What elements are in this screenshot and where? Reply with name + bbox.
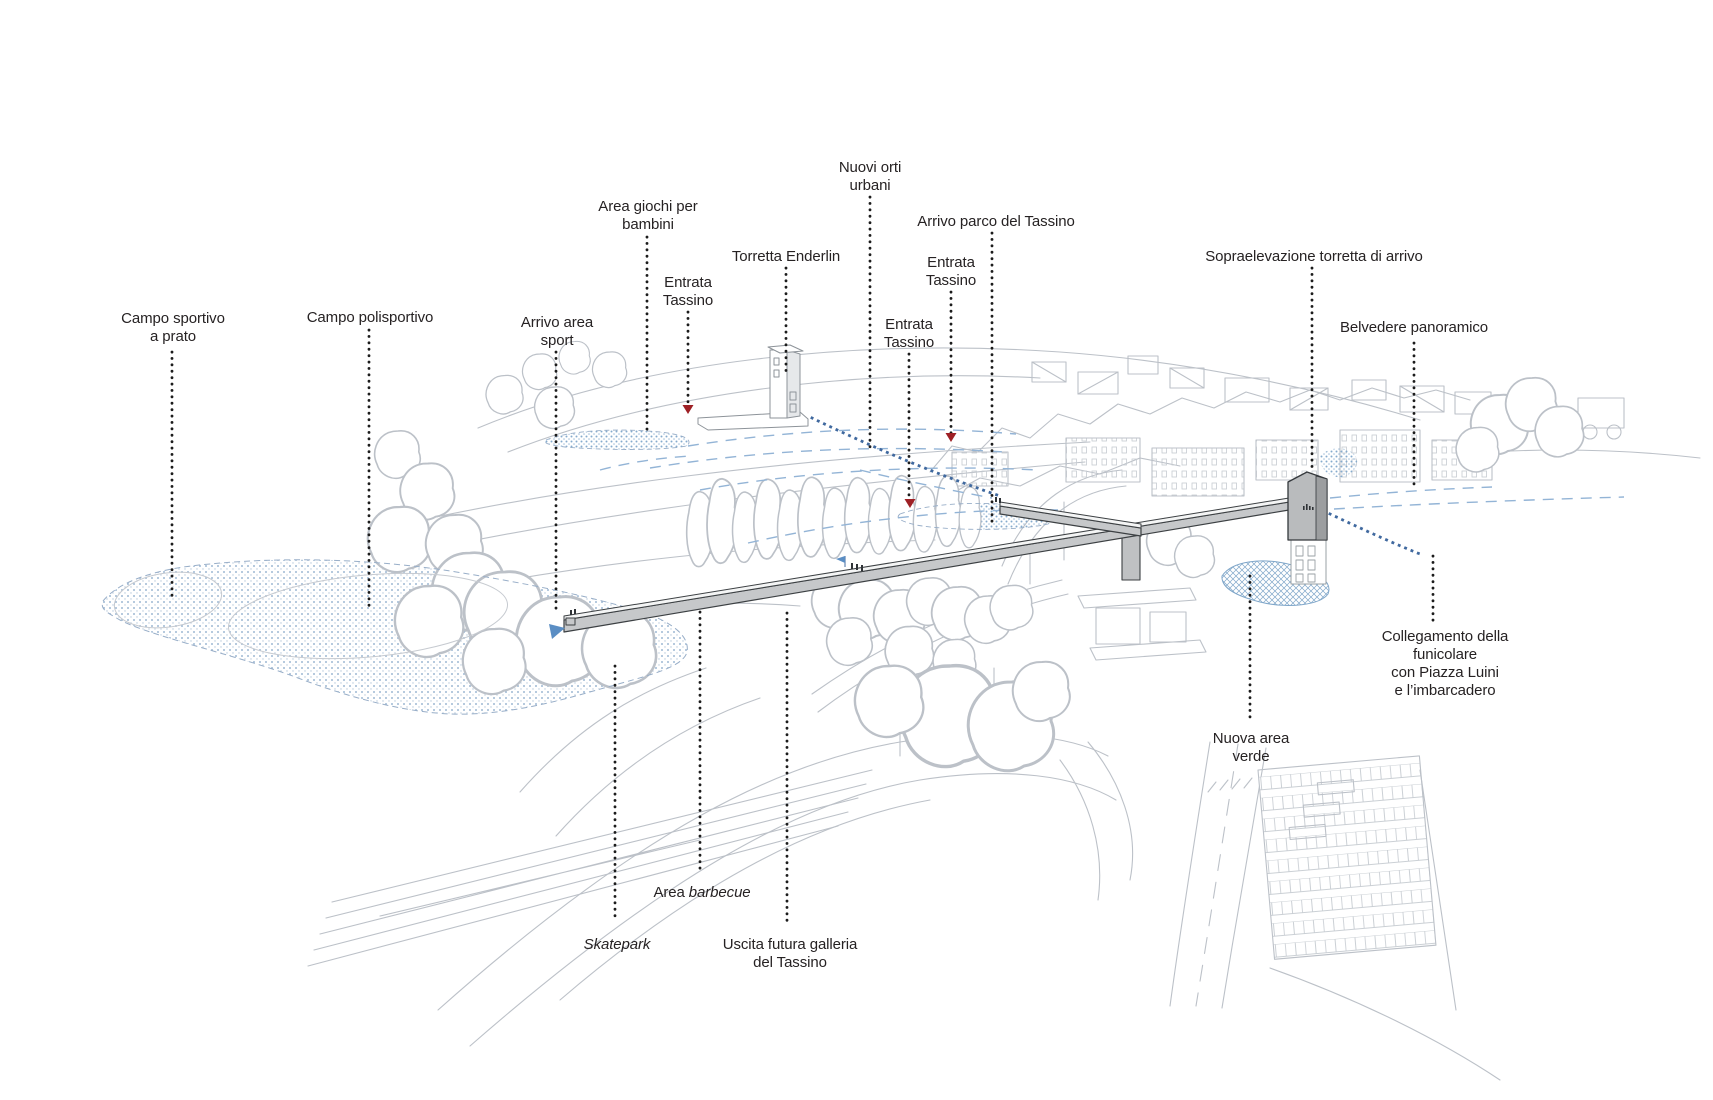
label-arrivo-parco-del-tassino: Arrivo parco del Tassino	[917, 213, 1075, 230]
label-skatepark: Skatepark	[583, 936, 651, 953]
zone-borders	[101, 429, 1330, 715]
arrival-tower	[1287, 471, 1328, 585]
people-icons	[851, 563, 863, 571]
red-arrow-icon	[682, 405, 694, 414]
zone-small-right	[1319, 448, 1358, 478]
zone-playground	[545, 430, 690, 450]
field-campo-sportivo	[113, 571, 223, 629]
blue-arrow-icon	[549, 624, 565, 639]
field-campo-polisportivo	[227, 572, 509, 660]
flag-icon	[836, 556, 846, 567]
label-torretta-enderlin: Torretta Enderlin	[731, 248, 841, 265]
torretta-enderlin-structure	[697, 344, 809, 431]
bridge-entry-step	[565, 617, 576, 626]
label-belvedere-panoramico: Belvedere panoramico	[1339, 319, 1489, 336]
label-sopraelevazione-torretta: Sopraelevazione torretta di arrivo	[1205, 248, 1423, 265]
leader-lines	[170, 195, 1435, 923]
bridge-deck-branch-top	[999, 501, 1142, 529]
bridge-pier	[1121, 533, 1141, 581]
red-arrow-icon	[945, 433, 957, 442]
tower-lower-building	[1290, 539, 1327, 585]
entrance-arrows	[549, 405, 957, 639]
tower-railing-glyph	[1303, 504, 1314, 510]
pedestrian-path-dashed-lines	[599, 428, 1625, 544]
label-area-barbecue: Area barbecue	[653, 884, 751, 901]
stair-route-dotted-lines	[810, 416, 1422, 556]
red-arrow-icon	[904, 499, 916, 508]
label-campo-polisportivo: Campo polisportivo	[306, 309, 434, 326]
